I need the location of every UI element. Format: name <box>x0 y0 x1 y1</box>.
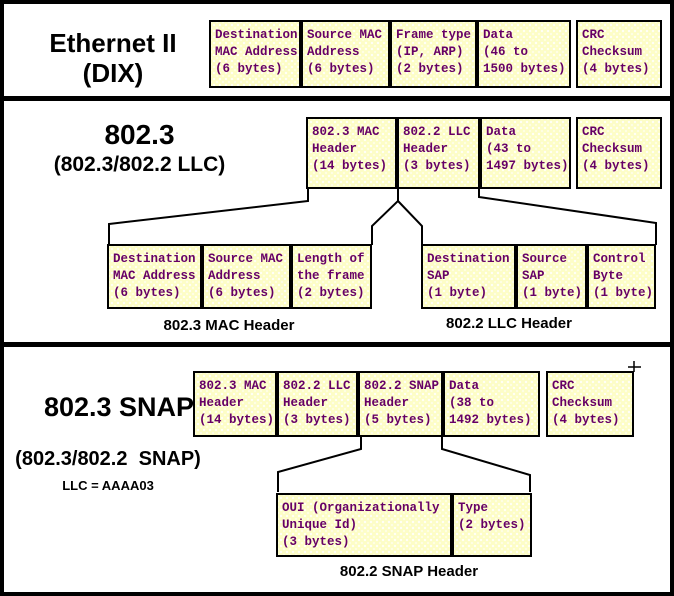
mac-expansion-line-left <box>108 189 309 245</box>
snap-llc-note: LLC = AAAA03 <box>62 478 154 493</box>
section-ethernet2-title: Ethernet II (DIX) <box>18 28 208 88</box>
snap-title: 802.3 SNAP <box>43 392 195 422</box>
field-llc-control-byte: Control Byte (1 byte) <box>587 244 656 309</box>
field-dot3-mac-header: 802.3 MAC Header (14 bytes) <box>306 117 397 189</box>
snap-subtitle: (802.3/802.2 SNAP) <box>15 448 201 470</box>
dot3-subtitle: (802.3/802.2 LLC) <box>53 153 226 176</box>
mac-header-group-label: 802.3 MAC Header <box>163 317 295 334</box>
llc-expansion-line-left <box>397 200 423 245</box>
field-mac-src-addr: Source MAC Address (6 bytes) <box>202 244 291 309</box>
field-eth2-src-mac: Source MAC Address (6 bytes) <box>301 20 390 88</box>
llc-expansion-line-right <box>478 189 657 245</box>
llc-header-group-label: 802.2 LLC Header <box>446 315 572 332</box>
field-snap-crc: CRC Checksum (4 bytes) <box>546 371 634 437</box>
field-dot3-crc: CRC Checksum (4 bytes) <box>576 117 662 189</box>
field-snap-oui: OUI (Organizationally Unique Id) (3 byte… <box>276 493 452 557</box>
ethernet2-subtitle: (DIX) <box>82 58 144 88</box>
field-snap-mac-header: 802.3 MAC Header (14 bytes) <box>193 371 277 437</box>
dot3-title: 802.3 <box>104 119 175 150</box>
snap-expansion-line-right <box>441 437 531 492</box>
field-dot3-llc-header: 802.2 LLC Header (3 bytes) <box>397 117 480 189</box>
field-snap-snap-header: 802.2 SNAP Header (5 bytes) <box>358 371 443 437</box>
snap-subtitle-block: (802.3/802.2 SNAP) <box>10 447 206 471</box>
field-llc-src-sap: Source SAP (1 byte) <box>516 244 587 309</box>
field-mac-frame-length: Length of the frame (2 bytes) <box>291 244 372 309</box>
field-mac-dest-addr: Destination MAC Address (6 bytes) <box>107 244 202 309</box>
section-snap-title: 802.3 SNAP <box>14 392 224 422</box>
mac-expansion-line-right <box>371 189 399 245</box>
section-divider-2 <box>4 342 670 347</box>
field-snap-llc-header: 802.2 LLC Header (3 bytes) <box>277 371 358 437</box>
snap-expansion-line-left <box>277 437 362 492</box>
field-llc-dest-sap: Destination SAP (1 byte) <box>421 244 516 309</box>
field-snap-data: Data (38 to 1492 bytes) <box>443 371 540 437</box>
ethernet2-title: Ethernet II <box>49 28 177 58</box>
field-dot3-data: Data (43 to 1497 bytes) <box>480 117 571 189</box>
section-dot3-title: 802.3 (802.3/802.2 LLC) <box>12 118 267 178</box>
field-eth2-dest-mac: Destination MAC Address (6 bytes) <box>209 20 301 88</box>
field-eth2-frame-type: Frame type (IP, ARP) (2 bytes) <box>390 20 477 88</box>
field-snap-type: Type (2 bytes) <box>452 493 532 557</box>
snap-llc-note-block: LLC = AAAA03 <box>10 478 206 494</box>
section-divider-1 <box>4 96 670 101</box>
field-eth2-crc: CRC Checksum (4 bytes) <box>576 20 662 88</box>
field-eth2-data: Data (46 to 1500 bytes) <box>477 20 571 88</box>
snap-header-group-label: 802.2 SNAP Header <box>339 563 479 580</box>
